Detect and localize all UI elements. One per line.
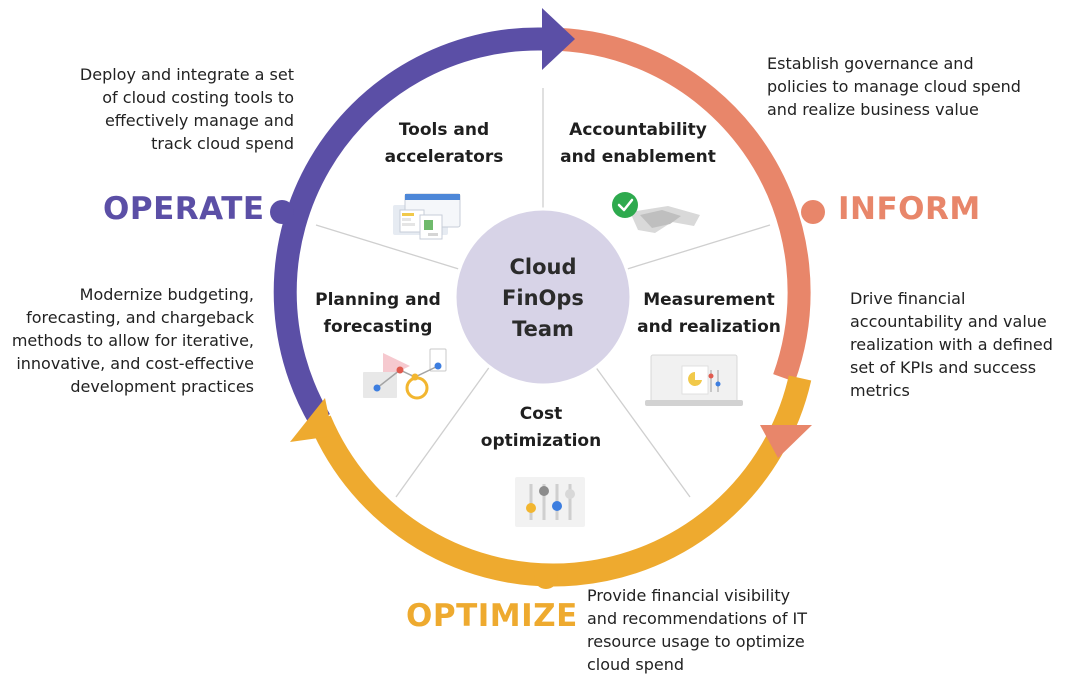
description-line: Modernize budgeting,: [79, 285, 254, 304]
segment-label-line: and enablement: [560, 147, 716, 167]
operate-bottom-description: Modernize budgeting, forecasting, and ch…: [0, 283, 254, 398]
phase-operate-label: OPERATE: [103, 191, 265, 227]
description-line: set of KPIs and success: [850, 358, 1037, 377]
segment-tools-label: Tools and accelerators: [372, 117, 516, 171]
segment-planning-label: Planning and forecasting: [305, 287, 451, 341]
description-line: methods to allow for iterative,: [11, 331, 254, 350]
segment-measurement-label: Measurement and realization: [633, 287, 785, 341]
inform-dot: [801, 200, 825, 224]
trend-chart-icon: [363, 348, 447, 400]
segment-label-line: Cost: [519, 404, 563, 424]
operate-dot: [270, 200, 294, 224]
description-line: accountability and value: [850, 312, 1047, 331]
description-line: resource usage to optimize: [587, 632, 805, 651]
description-line: innovative, and cost-effective: [16, 354, 254, 373]
description-line: policies to manage cloud spend: [767, 77, 1021, 96]
description-line: realization with a defined: [850, 335, 1053, 354]
inform-bottom-description: Drive financial accountability and value…: [850, 287, 1070, 402]
center-title-line: Cloud: [509, 255, 577, 279]
description-line: Provide financial visibility: [587, 586, 791, 605]
center-title-line: FinOps: [502, 286, 584, 310]
description-line: forecasting, and chargeback: [26, 308, 254, 327]
description-line: effectively manage and: [104, 111, 294, 130]
divider-bottom-left: [395, 361, 494, 498]
inform-arc: [542, 27, 811, 382]
segment-label-line: optimization: [480, 431, 602, 451]
segment-dividers: [315, 88, 771, 498]
optimize-description: Provide financial visibility and recomme…: [587, 584, 847, 676]
divider-left: [315, 224, 463, 271]
description-line: development practices: [70, 377, 254, 396]
inform-top-description: Establish governance and policies to man…: [767, 52, 1067, 121]
divider-bottom-right: [591, 361, 691, 498]
segment-cost-label: Cost optimization: [472, 401, 610, 455]
description-line: cloud spend: [587, 655, 685, 674]
inform-arrowhead: [760, 425, 812, 458]
center-title: Cloud FinOps Team: [480, 252, 606, 345]
description-line: Deploy and integrate a set: [79, 65, 294, 84]
description-line: and recommendations of IT: [587, 609, 808, 628]
report-icon: [645, 354, 743, 406]
segment-label-line: accelerators: [384, 147, 504, 167]
handshake-icon: [612, 192, 700, 233]
center-circle: [453, 207, 633, 387]
center-title-line: Team: [512, 317, 574, 341]
phase-inform-label: INFORM: [838, 191, 981, 227]
description-line: Establish governance and: [767, 54, 974, 73]
operate-arc: [273, 27, 544, 426]
optimize-dot: [534, 565, 558, 589]
description-line: metrics: [850, 381, 910, 400]
check-icon: [612, 192, 638, 218]
operate-arrowhead: [542, 8, 575, 70]
sliders-icon: [515, 477, 585, 527]
operate-top-description: Deploy and integrate a set of cloud cost…: [40, 63, 294, 155]
description-line: of cloud costing tools to: [102, 88, 294, 107]
segment-label-line: Tools and: [398, 120, 490, 140]
segment-label-line: Planning and: [315, 290, 441, 310]
description-line: and realize business value: [767, 100, 979, 119]
segment-label-line: Accountability: [569, 120, 707, 140]
optimize-arc: [309, 375, 812, 587]
segment-label-line: forecasting: [323, 317, 433, 337]
optimize-arrowhead: [290, 398, 333, 442]
segment-label-line: and realization: [637, 317, 781, 337]
segment-accountability-label: Accountability and enablement: [553, 117, 723, 171]
dashboard-icon: [393, 193, 461, 240]
phase-optimize-label: OPTIMIZE: [406, 598, 578, 634]
segment-label-line: Measurement: [643, 290, 775, 310]
description-line: Drive financial: [850, 289, 966, 308]
description-line: track cloud spend: [151, 134, 294, 153]
divider-right: [623, 224, 771, 271]
